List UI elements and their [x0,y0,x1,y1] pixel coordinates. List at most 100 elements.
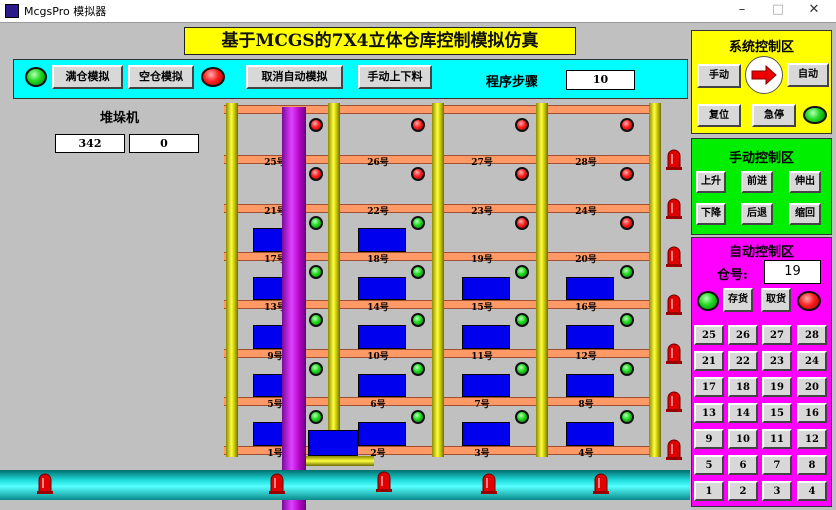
goods-box [358,422,406,446]
bin-button-28[interactable]: 28 [797,325,827,345]
bin-button-19[interactable]: 19 [762,377,792,397]
bin-button-13[interactable]: 13 [694,403,724,423]
system-panel-title: 系统控制区 [728,40,794,55]
slot-status-lamp-icon [515,362,529,376]
manual-mode-button[interactable]: 手动 [697,64,741,88]
goods-box [566,277,614,300]
rack-post [226,103,238,457]
bin-button-6[interactable]: 6 [728,455,758,475]
bin-button-22[interactable]: 22 [728,351,758,371]
slot-label: 14号 [367,303,389,313]
slot-status-lamp-icon [411,410,425,424]
bin-button-3[interactable]: 3 [762,481,792,501]
retrieve-button[interactable]: 取货 [761,288,791,312]
slot-status-lamp-icon [620,362,634,376]
slot-status-lamp-icon [515,410,529,424]
bin-button-25[interactable]: 25 [694,325,724,345]
goods-box [462,422,510,446]
conveyor [0,470,690,500]
store-status-lamp-icon [697,291,719,311]
bin-button-8[interactable]: 8 [797,455,827,475]
auto-mode-button[interactable]: 自动 [787,63,829,87]
slot-status-lamp-icon [411,265,425,279]
slot-label: 17号 [264,255,286,265]
system-status-lamp-icon [803,106,827,124]
cancel-auto-sim-button[interactable]: 取消自动模拟 [246,65,343,89]
bin-button-21[interactable]: 21 [694,351,724,371]
slot-label: 12号 [575,352,597,362]
app-icon [5,4,19,18]
slot-label: 25号 [264,158,286,168]
stacker-carriage [308,430,358,456]
slot-label: 2号 [370,449,386,459]
full-sim-button[interactable]: 满仓模拟 [52,65,123,89]
slot-status-lamp-icon [309,265,323,279]
slot-label: 13号 [264,303,286,313]
forward-button[interactable]: 前进 [741,171,773,193]
store-button[interactable]: 存货 [723,288,753,312]
retract-button[interactable]: 缩回 [789,203,821,225]
back-button[interactable]: 后退 [741,203,773,225]
estop-button[interactable]: 急停 [752,104,796,127]
bin-button-7[interactable]: 7 [762,455,792,475]
rack-post [649,103,661,457]
goods-box [462,325,510,349]
slot-status-lamp-icon [620,313,634,327]
empty-sim-button[interactable]: 空仓模拟 [128,65,194,89]
auto-panel-title: 自动控制区 [728,245,794,260]
slot-status-lamp-icon [515,265,529,279]
manual-load-button[interactable]: 手动上下料 [358,65,432,89]
bin-button-17[interactable]: 17 [694,377,724,397]
bin-button-9[interactable]: 9 [694,429,724,449]
bin-number-input[interactable]: 19 [764,260,821,284]
slot-status-lamp-icon [411,362,425,376]
up-button[interactable]: 上升 [696,171,726,193]
goods-box [462,277,510,300]
alarm-light-icon [666,149,682,170]
bin-button-10[interactable]: 10 [728,429,758,449]
bin-button-20[interactable]: 20 [797,377,827,397]
bin-button-14[interactable]: 14 [728,403,758,423]
bin-button-11[interactable]: 11 [762,429,792,449]
extend-button[interactable]: 伸出 [789,171,821,193]
close-button[interactable]: ✕ [808,2,820,17]
down-button[interactable]: 下降 [696,203,726,225]
rack-post [536,103,548,457]
alarm-light-icon [666,294,682,315]
slot-status-lamp-icon [411,313,425,327]
slot-label: 21号 [264,207,286,217]
goods-box [253,325,283,349]
maximize-button[interactable]: □ [771,2,785,17]
slot-label: 19号 [471,255,493,265]
slot-status-lamp-icon [620,265,634,279]
goods-box [253,422,283,446]
bin-button-2[interactable]: 2 [728,481,758,501]
bin-button-24[interactable]: 24 [797,351,827,371]
alarm-light-icon [666,439,682,460]
alarm-light-icon [666,343,682,364]
slot-status-lamp-icon [309,410,323,424]
bin-button-16[interactable]: 16 [797,403,827,423]
bin-button-15[interactable]: 15 [762,403,792,423]
mode-switch[interactable] [745,56,783,94]
alarm-light-icon [666,391,682,412]
bin-button-1[interactable]: 1 [694,481,724,501]
bin-button-18[interactable]: 18 [728,377,758,397]
slot-status-lamp-icon [515,216,529,230]
bin-button-23[interactable]: 23 [762,351,792,371]
slot-status-lamp-icon [411,118,425,132]
bin-button-5[interactable]: 5 [694,455,724,475]
bin-button-27[interactable]: 27 [762,325,792,345]
step-label: 程序步骤 [486,75,539,90]
bin-label: 仓号: [717,268,748,283]
reset-button[interactable]: 复位 [697,104,741,127]
minimize-button[interactable]: – [738,2,746,17]
bin-button-4[interactable]: 4 [797,481,827,501]
window-title: McgsPro 模拟器 [24,5,107,18]
bin-button-26[interactable]: 26 [728,325,758,345]
goods-box [253,277,283,300]
rack-post [328,103,340,457]
bin-button-12[interactable]: 12 [797,429,827,449]
goods-box [358,277,406,300]
slot-status-lamp-icon [620,216,634,230]
